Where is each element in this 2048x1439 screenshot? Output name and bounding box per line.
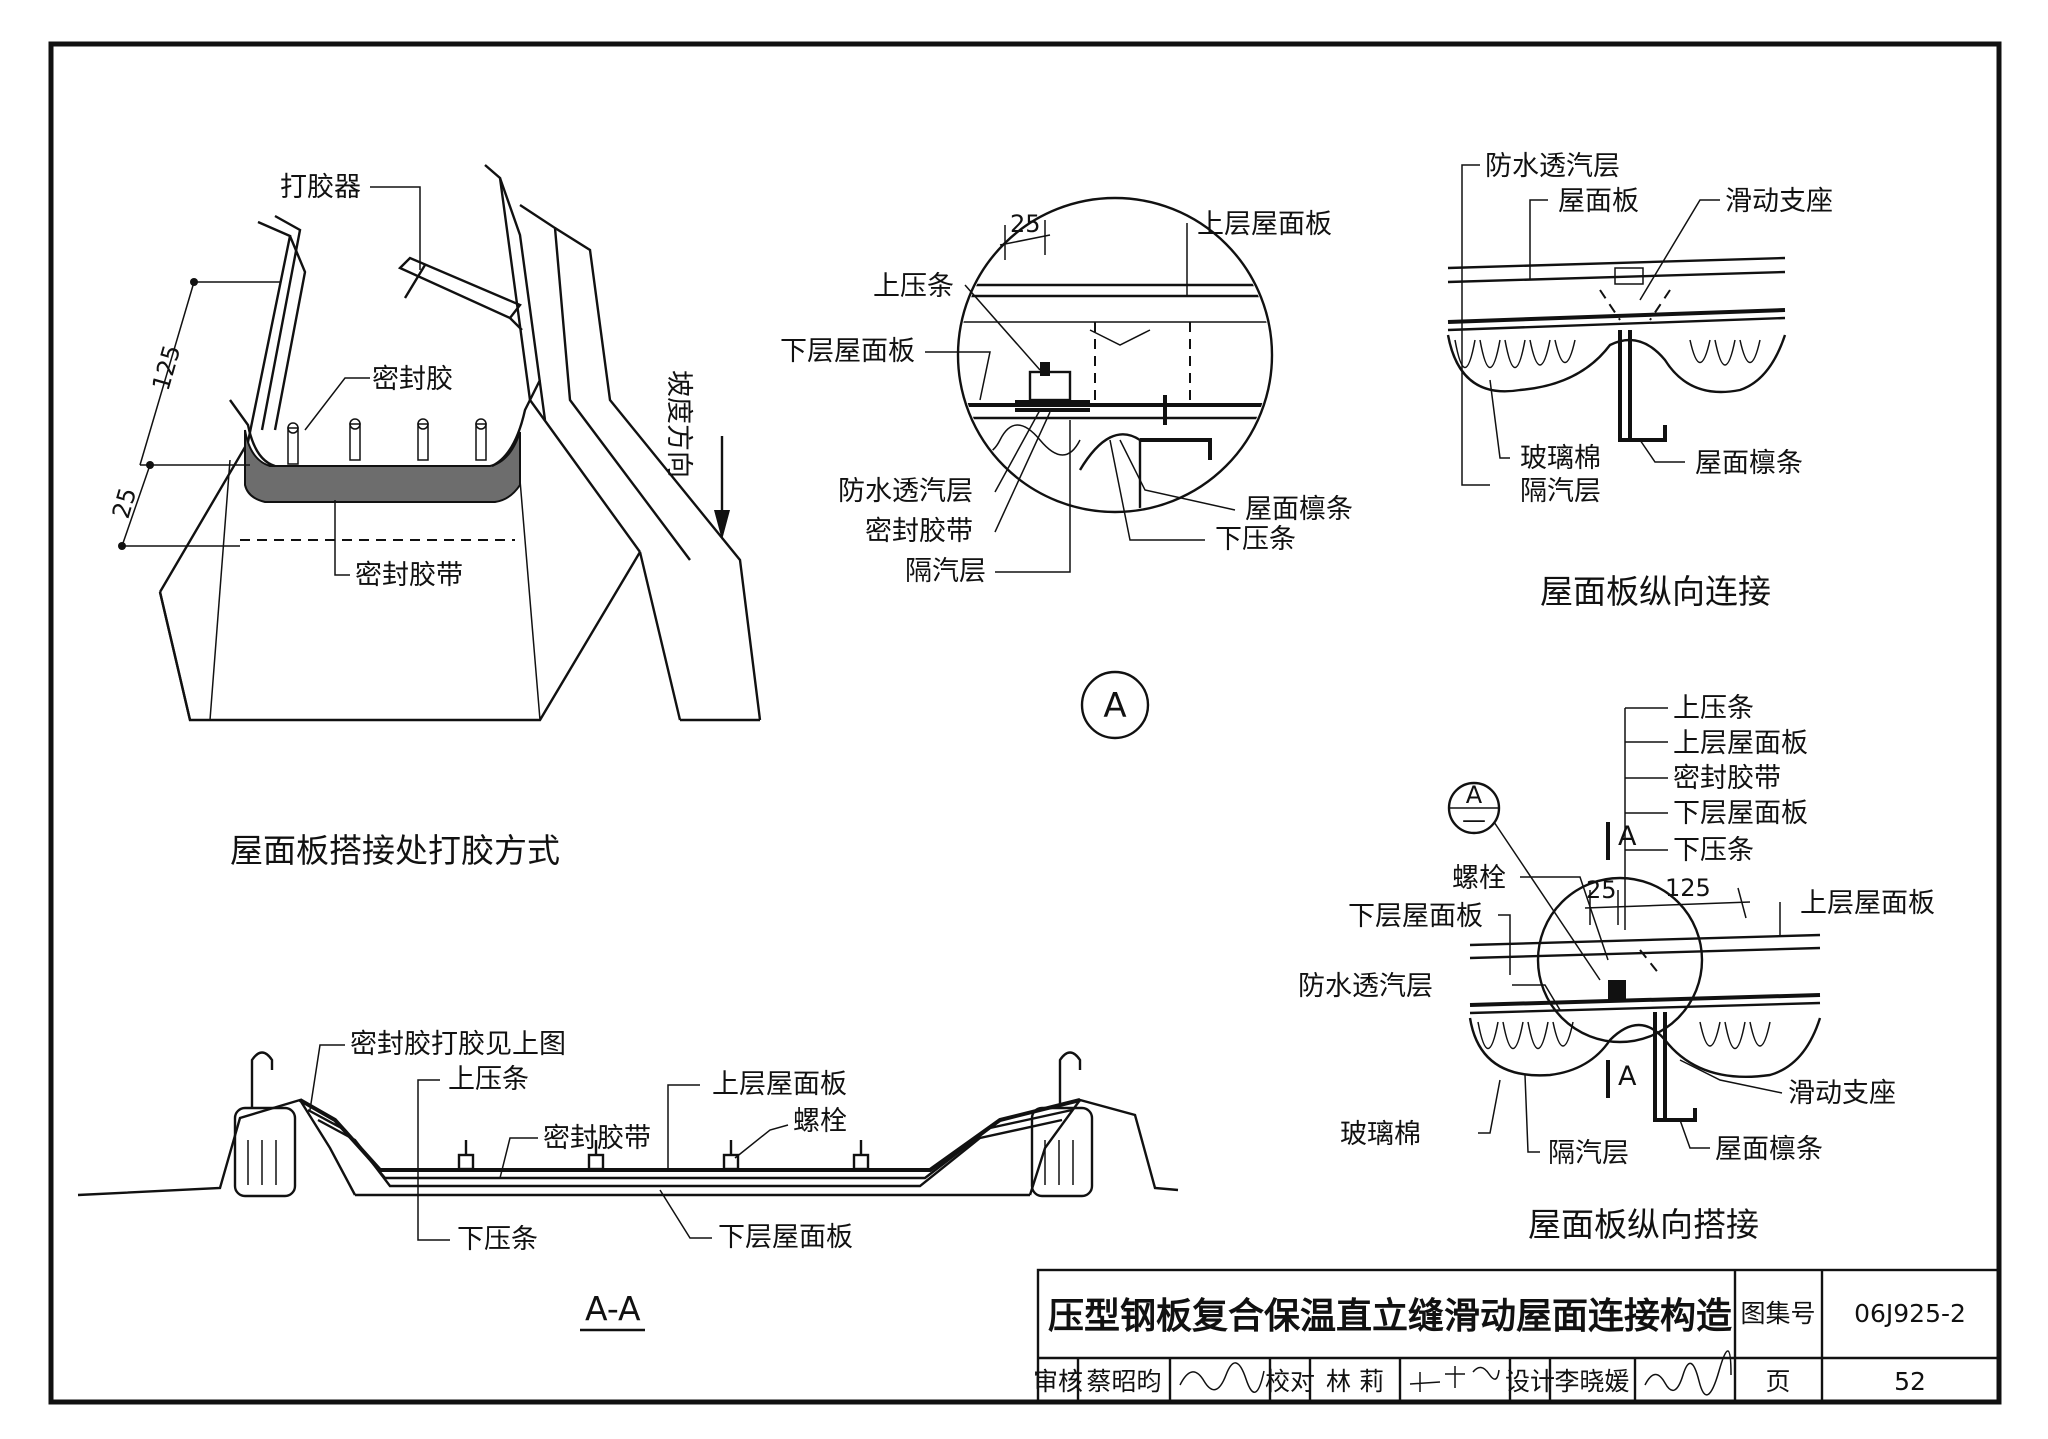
lap-callout-top: A xyxy=(1466,781,1483,809)
aa-caption: A-A xyxy=(585,1289,641,1328)
design-label: 设计 xyxy=(1505,1367,1555,1396)
lap-dim-125: 125 xyxy=(1665,874,1711,902)
lc-caption: 屋面板纵向连接 xyxy=(1540,572,1771,611)
aa-tape-label: 密封胶带 xyxy=(543,1123,651,1154)
page-label: 页 xyxy=(1765,1367,1790,1396)
lap-glasswool-label: 玻璃棉 xyxy=(1340,1119,1421,1150)
aa-upper-strip-label: 上压条 xyxy=(448,1064,529,1095)
lc-purlin-label: 屋面檩条 xyxy=(1695,448,1803,479)
lc-panel-label: 屋面板 xyxy=(1558,186,1639,217)
lap-vapor-label: 隔汽层 xyxy=(1548,1138,1629,1169)
designer-signature xyxy=(1644,1350,1732,1396)
bolt-icon xyxy=(457,1140,870,1171)
lap-upper-strip-label: 上压条 xyxy=(1673,693,1754,724)
drawing-title: 压型钢板复合保温直立缝滑动屋面连接构造 xyxy=(1048,1296,1732,1337)
circle-vapor-label: 隔汽层 xyxy=(905,556,986,587)
lap-section-mark-bottom: A xyxy=(1618,1061,1637,1092)
checker-signature xyxy=(1409,1366,1500,1392)
lc-slide-label: 滑动支座 xyxy=(1725,186,1833,217)
lap-upper-panel-right-label: 上层屋面板 xyxy=(1800,888,1935,919)
reviewer-name: 蔡昭昀 xyxy=(1086,1367,1161,1396)
circle-lower-panel-label: 下层屋面板 xyxy=(780,336,915,367)
check-label: 校对 xyxy=(1265,1367,1315,1396)
designer-name: 李晓媛 xyxy=(1554,1367,1629,1396)
lap-slide-label: 滑动支座 xyxy=(1788,1078,1896,1109)
glue-gun-icon xyxy=(397,256,523,331)
lap-tape-label: 密封胶带 xyxy=(1673,763,1781,794)
marker-a-text: A xyxy=(1103,686,1126,726)
aa-bolt-label: 螺栓 xyxy=(793,1106,847,1137)
page-number: 52 xyxy=(1894,1367,1926,1396)
sheet-border xyxy=(48,41,2002,1405)
lap-lower-strip-label: 下压条 xyxy=(1673,835,1754,866)
gluing-caption: 屋面板搭接处打胶方式 xyxy=(230,831,560,870)
lap-upper-panel-label: 上层屋面板 xyxy=(1673,728,1808,759)
lc-glasswool-label: 玻璃棉 xyxy=(1520,443,1601,474)
lap-lower-panel-left-label: 下层屋面板 xyxy=(1348,901,1483,932)
slope-label: 坡度方向 xyxy=(663,370,694,478)
aa-lower-strip-label: 下压条 xyxy=(457,1224,538,1255)
aa-sealant-note: 密封胶打胶见上图 xyxy=(350,1029,566,1060)
circle-purlin-label: 屋面檩条 xyxy=(1245,494,1353,525)
detail-a-circle: 25 上层屋面板 上压条 下层屋面板 防水透汽层 密封胶带 隔汽层 屋面檩条 下… xyxy=(780,196,1353,587)
lap-membrane-label: 防水透汽层 xyxy=(1298,971,1433,1002)
checker-name: 林 莉 xyxy=(1326,1367,1384,1396)
circle-upper-panel-label: 上层屋面板 xyxy=(1197,209,1332,240)
lap-callout-bottom: — xyxy=(1462,806,1486,834)
atlas-number: 06J925-2 xyxy=(1854,1299,1966,1328)
lap-lower-panel-label: 下层屋面板 xyxy=(1673,798,1808,829)
sealant-label: 密封胶 xyxy=(372,364,453,395)
circle-lower-strip-label: 下压条 xyxy=(1215,524,1296,555)
marker-a: A xyxy=(1080,670,1150,740)
aa-upper-panel-label: 上层屋面板 xyxy=(712,1069,847,1100)
lap-dim-25: 25 xyxy=(1586,876,1617,904)
lc-vapor-label: 隔汽层 xyxy=(1520,476,1601,507)
detail-longitudinal-lap: A A A — 25 125 上压条 上层屋面板 密封胶带 下层屋面板 xyxy=(1298,693,1935,1244)
section-aa: 密封胶打胶见上图 上压条 上层屋面板 密封胶带 螺栓 下压条 下层屋面板 A-A xyxy=(77,1029,1179,1332)
atlas-label: 图集号 xyxy=(1740,1299,1815,1328)
title-block: 压型钢板复合保温直立缝滑动屋面连接构造 图集号 06J925-2 审核 蔡昭昀 … xyxy=(1033,1268,2001,1404)
circle-membrane-label: 防水透汽层 xyxy=(838,476,973,507)
circle-upper-strip-label: 上压条 xyxy=(873,271,954,302)
detail-longitudinal-connection: 防水透汽层 屋面板 滑动支座 玻璃棉 隔汽层 屋面檩条 屋面板纵向连接 xyxy=(1446,151,1833,611)
dim-25: 25 xyxy=(107,485,142,522)
lap-section-mark-top: A xyxy=(1618,821,1637,852)
gun-label: 打胶器 xyxy=(280,172,361,203)
circle-tape-label: 密封胶带 xyxy=(865,516,973,547)
circle-dim-25: 25 xyxy=(1010,210,1041,238)
lc-membrane-label: 防水透汽层 xyxy=(1485,151,1620,182)
detail-gluing: 打胶器 密封胶 密封胶带 坡度方向 125 25 屋面板搭接处打胶方式 xyxy=(107,164,762,870)
tape-label: 密封胶带 xyxy=(355,560,463,591)
lap-purlin-label: 屋面檩条 xyxy=(1715,1134,1823,1165)
lap-caption: 屋面板纵向搭接 xyxy=(1528,1205,1759,1244)
dim-125: 125 xyxy=(147,342,187,394)
aa-lower-panel-label: 下层屋面板 xyxy=(718,1222,853,1253)
reviewer-signature xyxy=(1179,1362,1265,1393)
review-label: 审核 xyxy=(1033,1367,1083,1396)
lap-bolt-label: 螺栓 xyxy=(1452,863,1506,894)
